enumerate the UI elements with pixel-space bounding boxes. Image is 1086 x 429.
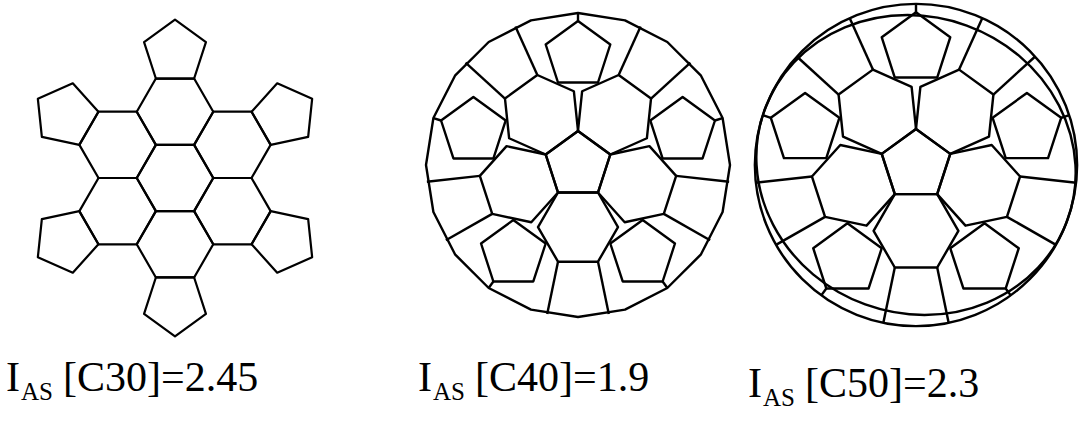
- index-symbol: I: [748, 362, 762, 404]
- index-symbol: I: [418, 356, 432, 398]
- index-subscript: AS: [433, 379, 465, 404]
- index-label: IAS[C50]=2.3: [748, 362, 979, 404]
- c40-cage: [423, 13, 732, 317]
- index-value: [C40]=1.9: [475, 356, 649, 398]
- c30-patch: [22, 20, 327, 337]
- index-label: IAS[C30]=2.45: [6, 356, 258, 398]
- index-value: [C50]=2.3: [805, 362, 979, 404]
- index-subscript: AS: [763, 385, 795, 410]
- index-subscript: AS: [21, 379, 53, 404]
- c50-cage: [714, 0, 1086, 360]
- index-label: IAS[C40]=1.9: [418, 356, 649, 398]
- index-symbol: I: [6, 356, 20, 398]
- index-value: [C30]=2.45: [63, 356, 258, 398]
